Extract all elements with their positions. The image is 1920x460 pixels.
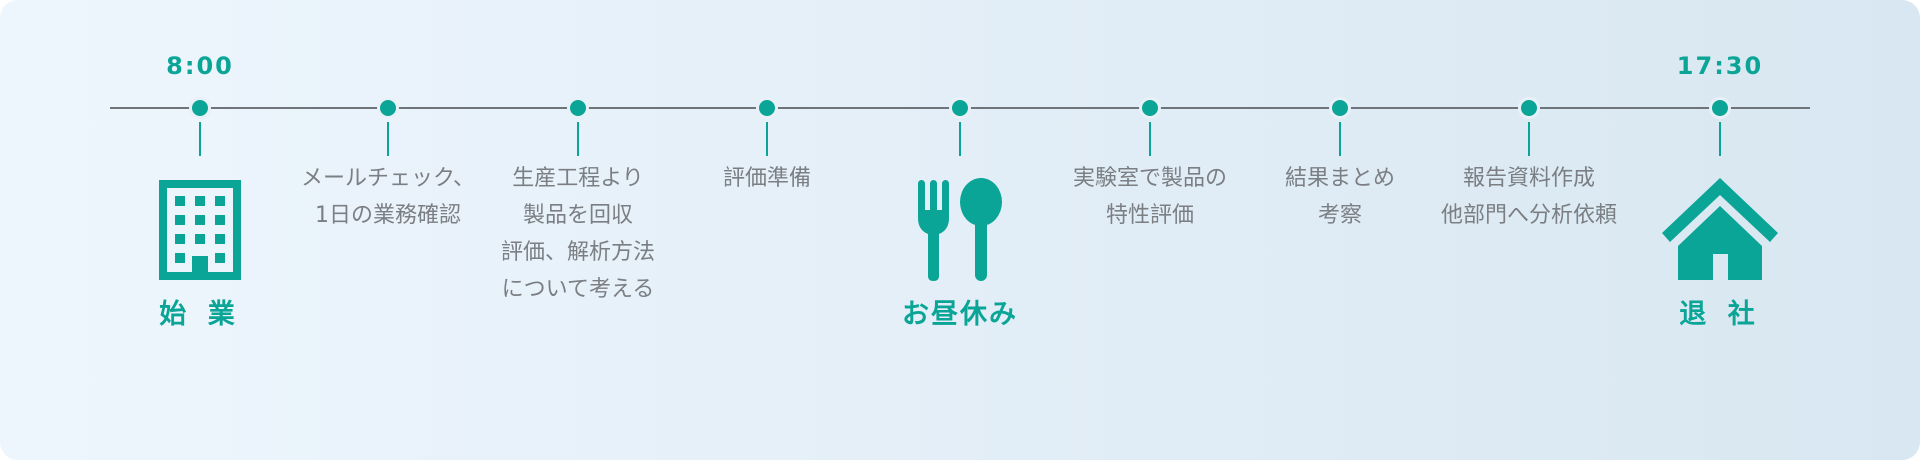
start-title: 始 業 xyxy=(159,299,241,330)
end-title: 退 社 xyxy=(1679,299,1761,330)
step-description: 実験室で製品の 特性評価 xyxy=(1072,166,1227,228)
timeline-tick xyxy=(766,122,768,156)
timeline-dot xyxy=(1139,97,1161,119)
end-time: 17:30 xyxy=(1676,52,1764,80)
timeline-dot xyxy=(189,97,211,119)
timeline-dot xyxy=(1329,97,1351,119)
step-description: 報告資料作成 他部門へ分析依頼 xyxy=(1440,166,1617,228)
house-icon xyxy=(1662,178,1778,280)
lunch-title: お昼休み xyxy=(902,299,1018,330)
timeline-tick xyxy=(1719,122,1721,156)
timeline-tick xyxy=(959,122,961,156)
timeline-tick xyxy=(1339,122,1341,156)
timeline-dot xyxy=(1518,97,1540,119)
step-description: 結果まとめ 考察 xyxy=(1284,166,1395,228)
timeline-dot xyxy=(756,97,778,119)
timeline-tick xyxy=(577,122,579,156)
step-description: 生産工程より 製品を回収 評価、解析方法 について考える xyxy=(500,166,655,302)
timeline-dot xyxy=(1709,97,1731,119)
office-building-icon xyxy=(159,180,241,280)
step-description: メールチェック、 1日の業務確認 xyxy=(300,166,476,228)
step-description: 評価準備 xyxy=(722,166,811,191)
fork-spoon-icon xyxy=(918,178,1002,281)
timeline-tick xyxy=(387,122,389,156)
timeline-tick xyxy=(1149,122,1151,156)
timeline-tick xyxy=(199,122,201,156)
timeline-dot xyxy=(949,97,971,119)
timeline-dot xyxy=(567,97,589,119)
timeline-dot xyxy=(377,97,399,119)
timeline-tick xyxy=(1528,122,1530,156)
start-time: 8:00 xyxy=(166,52,234,80)
